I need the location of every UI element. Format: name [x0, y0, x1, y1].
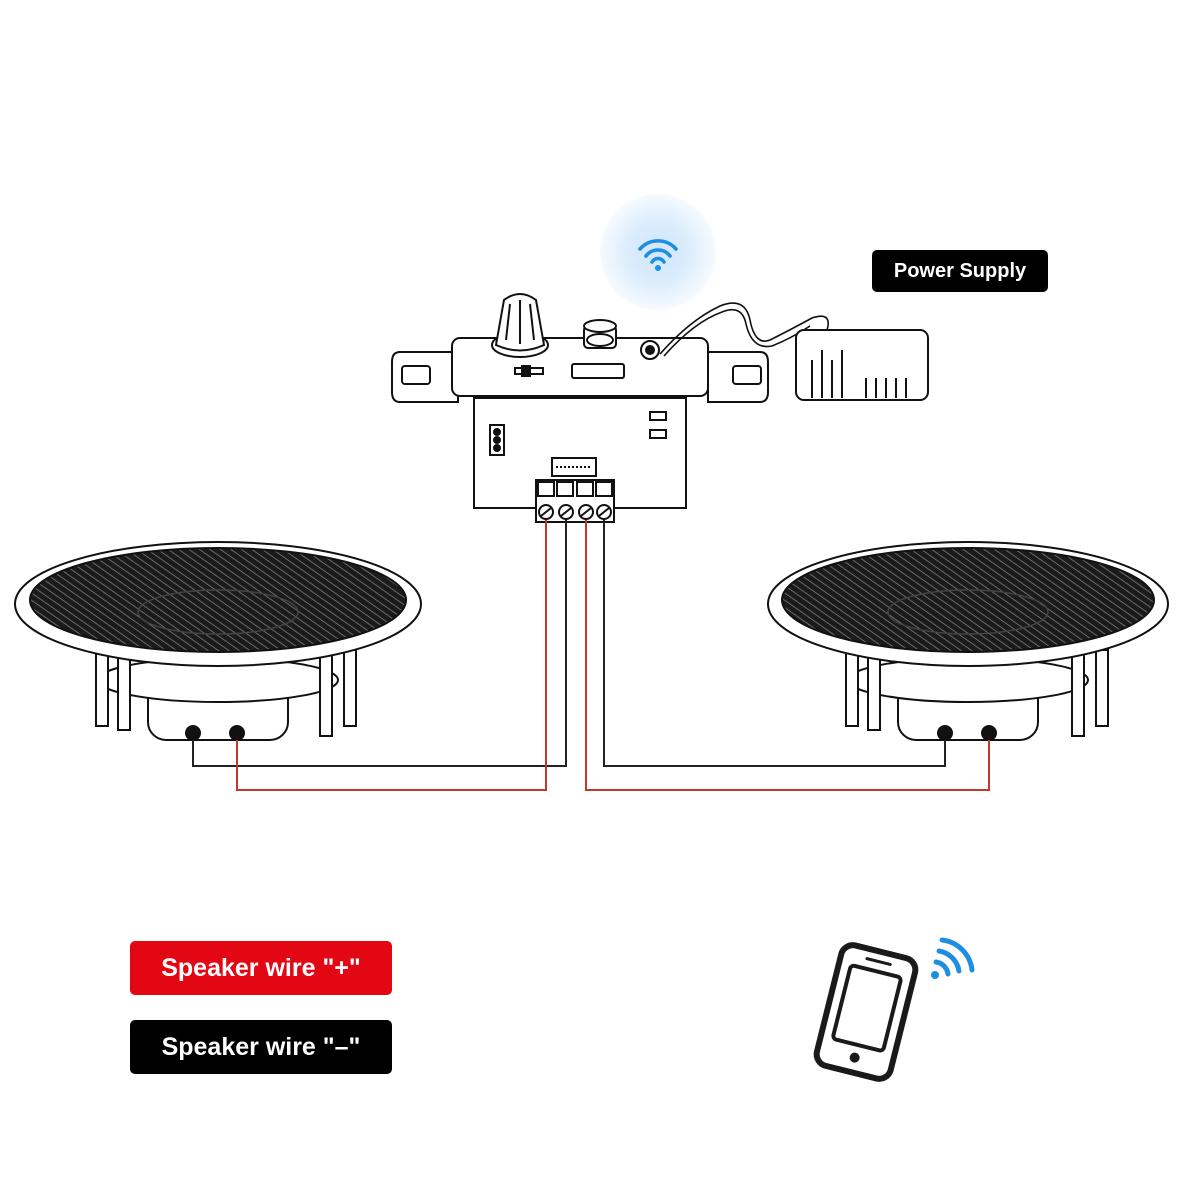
speaker-wire-plus-label: Speaker wire "+" [130, 941, 392, 995]
wifi-icon [638, 239, 678, 271]
wire-right-minus [603, 520, 946, 767]
power-adapter [795, 329, 929, 401]
signal-waves-icon [931, 937, 975, 979]
smartphone-icon [813, 942, 919, 1082]
power-supply-label: Power Supply [872, 250, 1048, 292]
amplifier-module [391, 293, 769, 523]
wireless-signal-bubble [600, 194, 716, 310]
speaker-terminal-block [535, 479, 615, 523]
wire-left-plus [236, 520, 547, 791]
wire-right-plus [585, 520, 990, 791]
speaker-left [14, 541, 422, 741]
speaker-right [767, 541, 1169, 741]
volume-knob [491, 293, 549, 358]
wire-left-minus [192, 520, 567, 767]
display-window [571, 363, 625, 379]
aux-jack [583, 319, 617, 349]
speaker-wiring [192, 520, 990, 791]
speaker-wire-minus-label: Speaker wire "–" [130, 1020, 392, 1074]
